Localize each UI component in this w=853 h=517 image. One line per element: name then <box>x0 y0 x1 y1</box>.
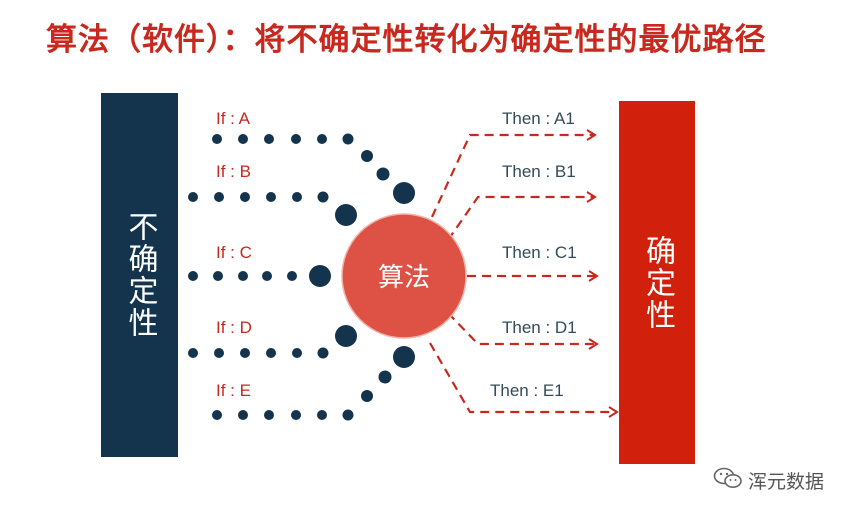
dot <box>188 348 198 358</box>
dot <box>238 271 248 281</box>
algorithm-label: 算法 <box>378 263 430 293</box>
output-arrow-d1 <box>447 312 599 350</box>
dot <box>342 409 354 421</box>
input-path-b <box>188 191 357 226</box>
dot <box>291 134 301 144</box>
uncertainty-label: 不确定性 <box>122 211 158 339</box>
input-path-d <box>188 325 357 359</box>
dot <box>317 410 327 420</box>
dot <box>309 265 331 287</box>
dot <box>213 271 223 281</box>
dot <box>335 325 357 347</box>
input-label-a: If : A <box>216 109 251 128</box>
dot <box>266 192 276 202</box>
dot <box>287 271 297 281</box>
watermark: 浑元数据 <box>713 466 824 494</box>
dot <box>361 150 373 162</box>
dot <box>264 410 274 420</box>
dot <box>393 182 415 204</box>
input-label-c: If : C <box>216 243 252 262</box>
output-label-e1: Then : E1 <box>490 381 564 400</box>
output-arrow-e1 <box>429 342 619 418</box>
input-path-c <box>188 265 331 287</box>
dot <box>238 134 248 144</box>
dot <box>262 271 272 281</box>
output-label-c1: Then : C1 <box>502 243 577 262</box>
output-arrow-a1 <box>431 129 597 218</box>
dot <box>378 370 392 384</box>
input-path-e <box>212 346 415 421</box>
output-arrow-b1 <box>447 191 597 241</box>
input-label-d: If : D <box>216 318 252 337</box>
uncertainty-box: 不确定性 <box>101 93 178 457</box>
dot <box>212 410 222 420</box>
dot <box>393 346 415 368</box>
dot <box>188 192 198 202</box>
dot <box>317 347 329 359</box>
input-path-a <box>212 133 415 204</box>
dot <box>291 410 301 420</box>
input-label-e: If : E <box>216 381 251 400</box>
dot <box>317 134 327 144</box>
dot <box>214 348 224 358</box>
output-label-d1: Then : D1 <box>502 318 577 337</box>
dot <box>376 167 390 181</box>
dot <box>342 133 354 145</box>
dot <box>292 348 302 358</box>
dot <box>238 410 248 420</box>
dot <box>292 192 302 202</box>
dot <box>240 348 250 358</box>
input-label-b: If : B <box>216 162 251 181</box>
dot <box>335 204 357 226</box>
dot <box>266 348 276 358</box>
algorithm-circle <box>341 213 467 339</box>
watermark-text: 浑元数据 <box>748 470 825 493</box>
certainty-label: 确定性 <box>640 234 675 331</box>
certainty-box: 确定性 <box>619 101 695 464</box>
wechat-icon <box>713 466 743 495</box>
dot <box>361 390 373 402</box>
output-label-a1: Then : A1 <box>502 109 575 128</box>
dot <box>188 271 198 281</box>
page-title: 算法（软件）：将不确定性转化为确定性的最优路径 <box>46 22 767 58</box>
dot <box>317 191 329 203</box>
output-label-b1: Then : B1 <box>502 162 576 181</box>
dot <box>264 134 274 144</box>
dot <box>240 192 250 202</box>
dot <box>214 192 224 202</box>
dot <box>212 134 222 144</box>
